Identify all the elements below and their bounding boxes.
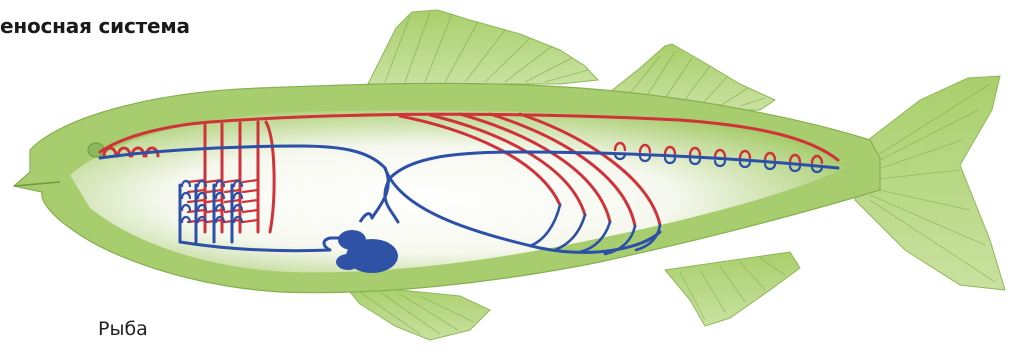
figure-caption: Рыба [98,318,148,340]
anal-fin [665,252,800,326]
pelvic-fin [345,286,490,340]
dorsal-fin-front [368,10,598,84]
